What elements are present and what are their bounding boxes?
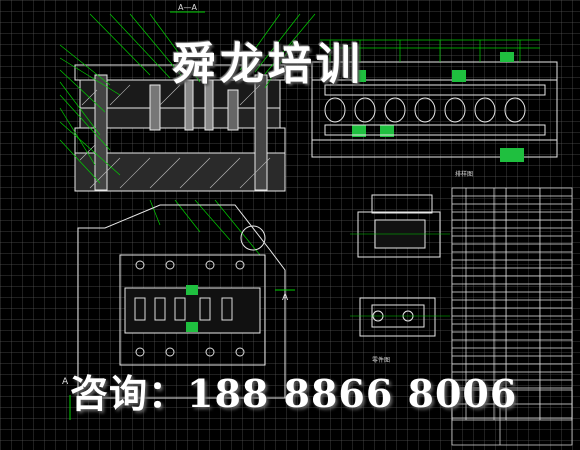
section-view-a-a (74, 11, 286, 192)
part-detail-label: 零件图 (372, 356, 390, 364)
strip-layout-view (311, 39, 558, 162)
section-label: A—A (178, 3, 197, 12)
section-mark-left: A (62, 377, 69, 387)
section-mark-right: A (282, 293, 289, 303)
strip-layout-label: 排样图 (455, 170, 473, 178)
part-detail-views (350, 194, 450, 337)
watermark-title: 舜龙培训 (172, 39, 364, 90)
plan-view (69, 204, 295, 420)
bom-table (451, 187, 573, 446)
watermark-phone: 咨询：188 8866 8006 (70, 371, 518, 416)
